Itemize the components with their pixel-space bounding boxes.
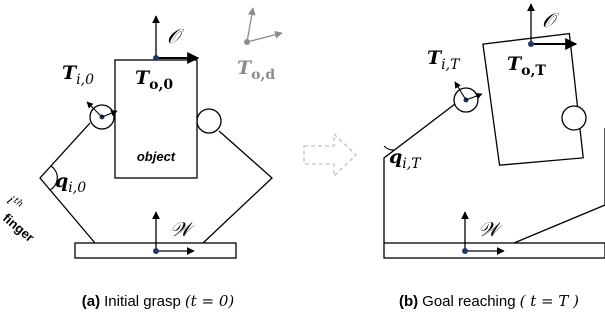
object-origin-point-a	[153, 55, 159, 61]
right-fingertip-a	[196, 108, 222, 134]
contact-frame-axis2-a	[101, 110, 118, 118]
contact-frame-axis2-b	[465, 92, 483, 101]
T-iT-main: T	[427, 47, 443, 69]
T-o0-label: To,0	[135, 67, 173, 93]
T-i0-label: Ti,0	[62, 62, 94, 88]
T-oT-label: To,T	[507, 53, 546, 79]
T-iT-sub: i,T	[441, 57, 461, 73]
goal-frame-axis1	[246, 7, 256, 43]
caption-a: (a)Initial grasp(t = 0)	[82, 292, 235, 310]
object-frame-label-a: 𝒪	[167, 24, 185, 48]
T-oT-sub: o,T	[521, 63, 546, 79]
T-oT-main: T	[507, 53, 523, 75]
goal-frame-axis2	[246, 30, 283, 43]
T-iT-label: Ti,T	[427, 47, 461, 73]
q-i0-main: q	[55, 170, 68, 192]
caption-a-text: Initial grasp	[104, 293, 181, 310]
caption-b-text: Goal reaching	[422, 293, 515, 310]
goal-origin-point	[244, 39, 250, 45]
caption-a-math: (t = 0)	[185, 292, 235, 310]
right-fingertip-b	[561, 105, 587, 131]
world-frame-label-a: 𝒲	[170, 217, 196, 241]
right-finger-a	[202, 130, 273, 244]
joint-angle-arc-b	[383, 145, 395, 151]
object-frame-label-b: 𝒪	[542, 8, 560, 32]
left-finger-a	[39, 122, 96, 244]
contact-frame-axis1-b	[454, 81, 467, 101]
joint-angle-arc-a	[49, 165, 58, 191]
caption-b-bold: (b)	[399, 293, 418, 310]
world-origin-point-b	[462, 248, 468, 254]
panel-a: 𝒲 object 𝒪 Ti,0 To,0 To,d	[0, 7, 283, 310]
T-od-sub: o,d	[251, 67, 275, 83]
object-box-a	[114, 59, 198, 179]
q-iT-label: qi,T	[389, 146, 422, 172]
T-i0-main: T	[62, 62, 78, 84]
caption-b: (b)Goal reaching ( t = T )	[399, 292, 579, 310]
panel-b: 𝒲 𝒪 Ti,T To,T qi,T (b)Goal reachi	[383, 3, 605, 310]
finger-label: i th finger	[0, 194, 37, 245]
T-od-main: T	[237, 57, 253, 79]
world-origin-point-a	[153, 248, 159, 254]
object-label: object	[137, 149, 176, 164]
q-i0-sub: i,0	[68, 180, 86, 196]
world-frame-label-b: 𝒲	[478, 217, 504, 241]
caption-a-bold: (a)	[82, 293, 100, 310]
q-i0-label: qi,0	[55, 170, 86, 196]
T-o0-main: T	[135, 67, 151, 89]
T-o0-sub: o,0	[149, 77, 173, 93]
q-iT-main: q	[389, 146, 402, 168]
object-box-b	[482, 32, 584, 166]
object-origin-point-b	[528, 41, 534, 47]
left-finger-b	[383, 103, 456, 243]
T-i0-sub: i,0	[76, 72, 94, 88]
right-finger-b	[513, 128, 605, 244]
T-od-label: To,d	[237, 57, 275, 83]
transition-arrow	[303, 132, 357, 178]
finger-word: finger	[0, 210, 37, 245]
contact-frame-axis1-a	[86, 101, 103, 118]
q-iT-sub: i,T	[402, 156, 422, 172]
caption-b-math: ( t = T )	[520, 292, 580, 310]
